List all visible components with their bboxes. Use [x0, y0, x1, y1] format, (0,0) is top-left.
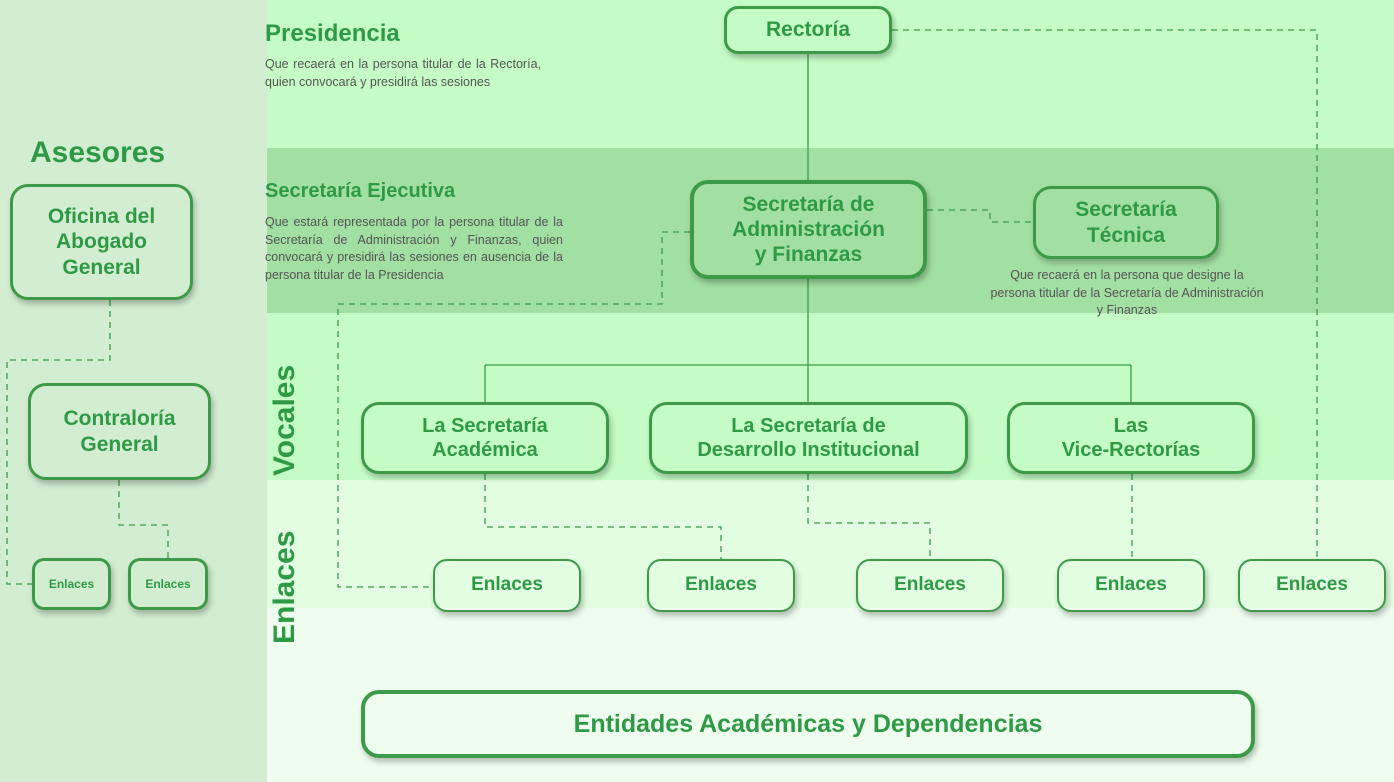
vocales-label: Vocales [268, 364, 301, 476]
entidades-academicas-box[interactable]: Entidades Académicas y Dependencias [361, 690, 1255, 758]
secretaria-ejecutiva-title: Secretaría Ejecutiva [265, 180, 456, 202]
enlaces-band [267, 480, 1394, 608]
asesores-title: Asesores [30, 136, 166, 169]
secretaria-tecnica-description: Que recaerá en la persona que designe la… [990, 268, 1264, 317]
enlaces-box[interactable]: Enlaces [433, 559, 581, 612]
enlaces-box-contraloria[interactable]: Enlaces [128, 558, 208, 610]
secretaria-tecnica-box[interactable]: Secretaría Técnica [1033, 186, 1219, 259]
secretaria-academica-box[interactable]: La Secretaría Académica [361, 402, 609, 474]
presidencia-description: Que recaerá en la persona titular de la … [265, 57, 541, 89]
presidencia-band [267, 0, 1394, 148]
secretaria-desarrollo-institucional-box[interactable]: La Secretaría de Desarrollo Instituciona… [649, 402, 968, 474]
ejecutiva-band [267, 148, 1394, 313]
enlaces-box[interactable]: Enlaces [647, 559, 795, 612]
secretaria-ejecutiva-description: Que estará representada por la persona t… [265, 215, 563, 282]
enlaces-label: Enlaces [268, 530, 301, 644]
enlaces-box[interactable]: Enlaces [1238, 559, 1386, 612]
vocales-band [267, 313, 1394, 480]
rectoria-box[interactable]: Rectoría [724, 6, 892, 54]
enlaces-box[interactable]: Enlaces [856, 559, 1004, 612]
secretaria-administracion-finanzas-box[interactable]: Secretaría de Administración y Finanzas [690, 180, 927, 279]
enlaces-box-oficina[interactable]: Enlaces [32, 558, 111, 610]
contraloria-general-box[interactable]: Contraloría General [28, 383, 211, 480]
oficina-abogado-general-box[interactable]: Oficina del Abogado General [10, 184, 193, 300]
vice-rectorias-box[interactable]: Las Vice-Rectorías [1007, 402, 1255, 474]
presidencia-title: Presidencia [265, 20, 400, 47]
enlaces-box[interactable]: Enlaces [1057, 559, 1205, 612]
